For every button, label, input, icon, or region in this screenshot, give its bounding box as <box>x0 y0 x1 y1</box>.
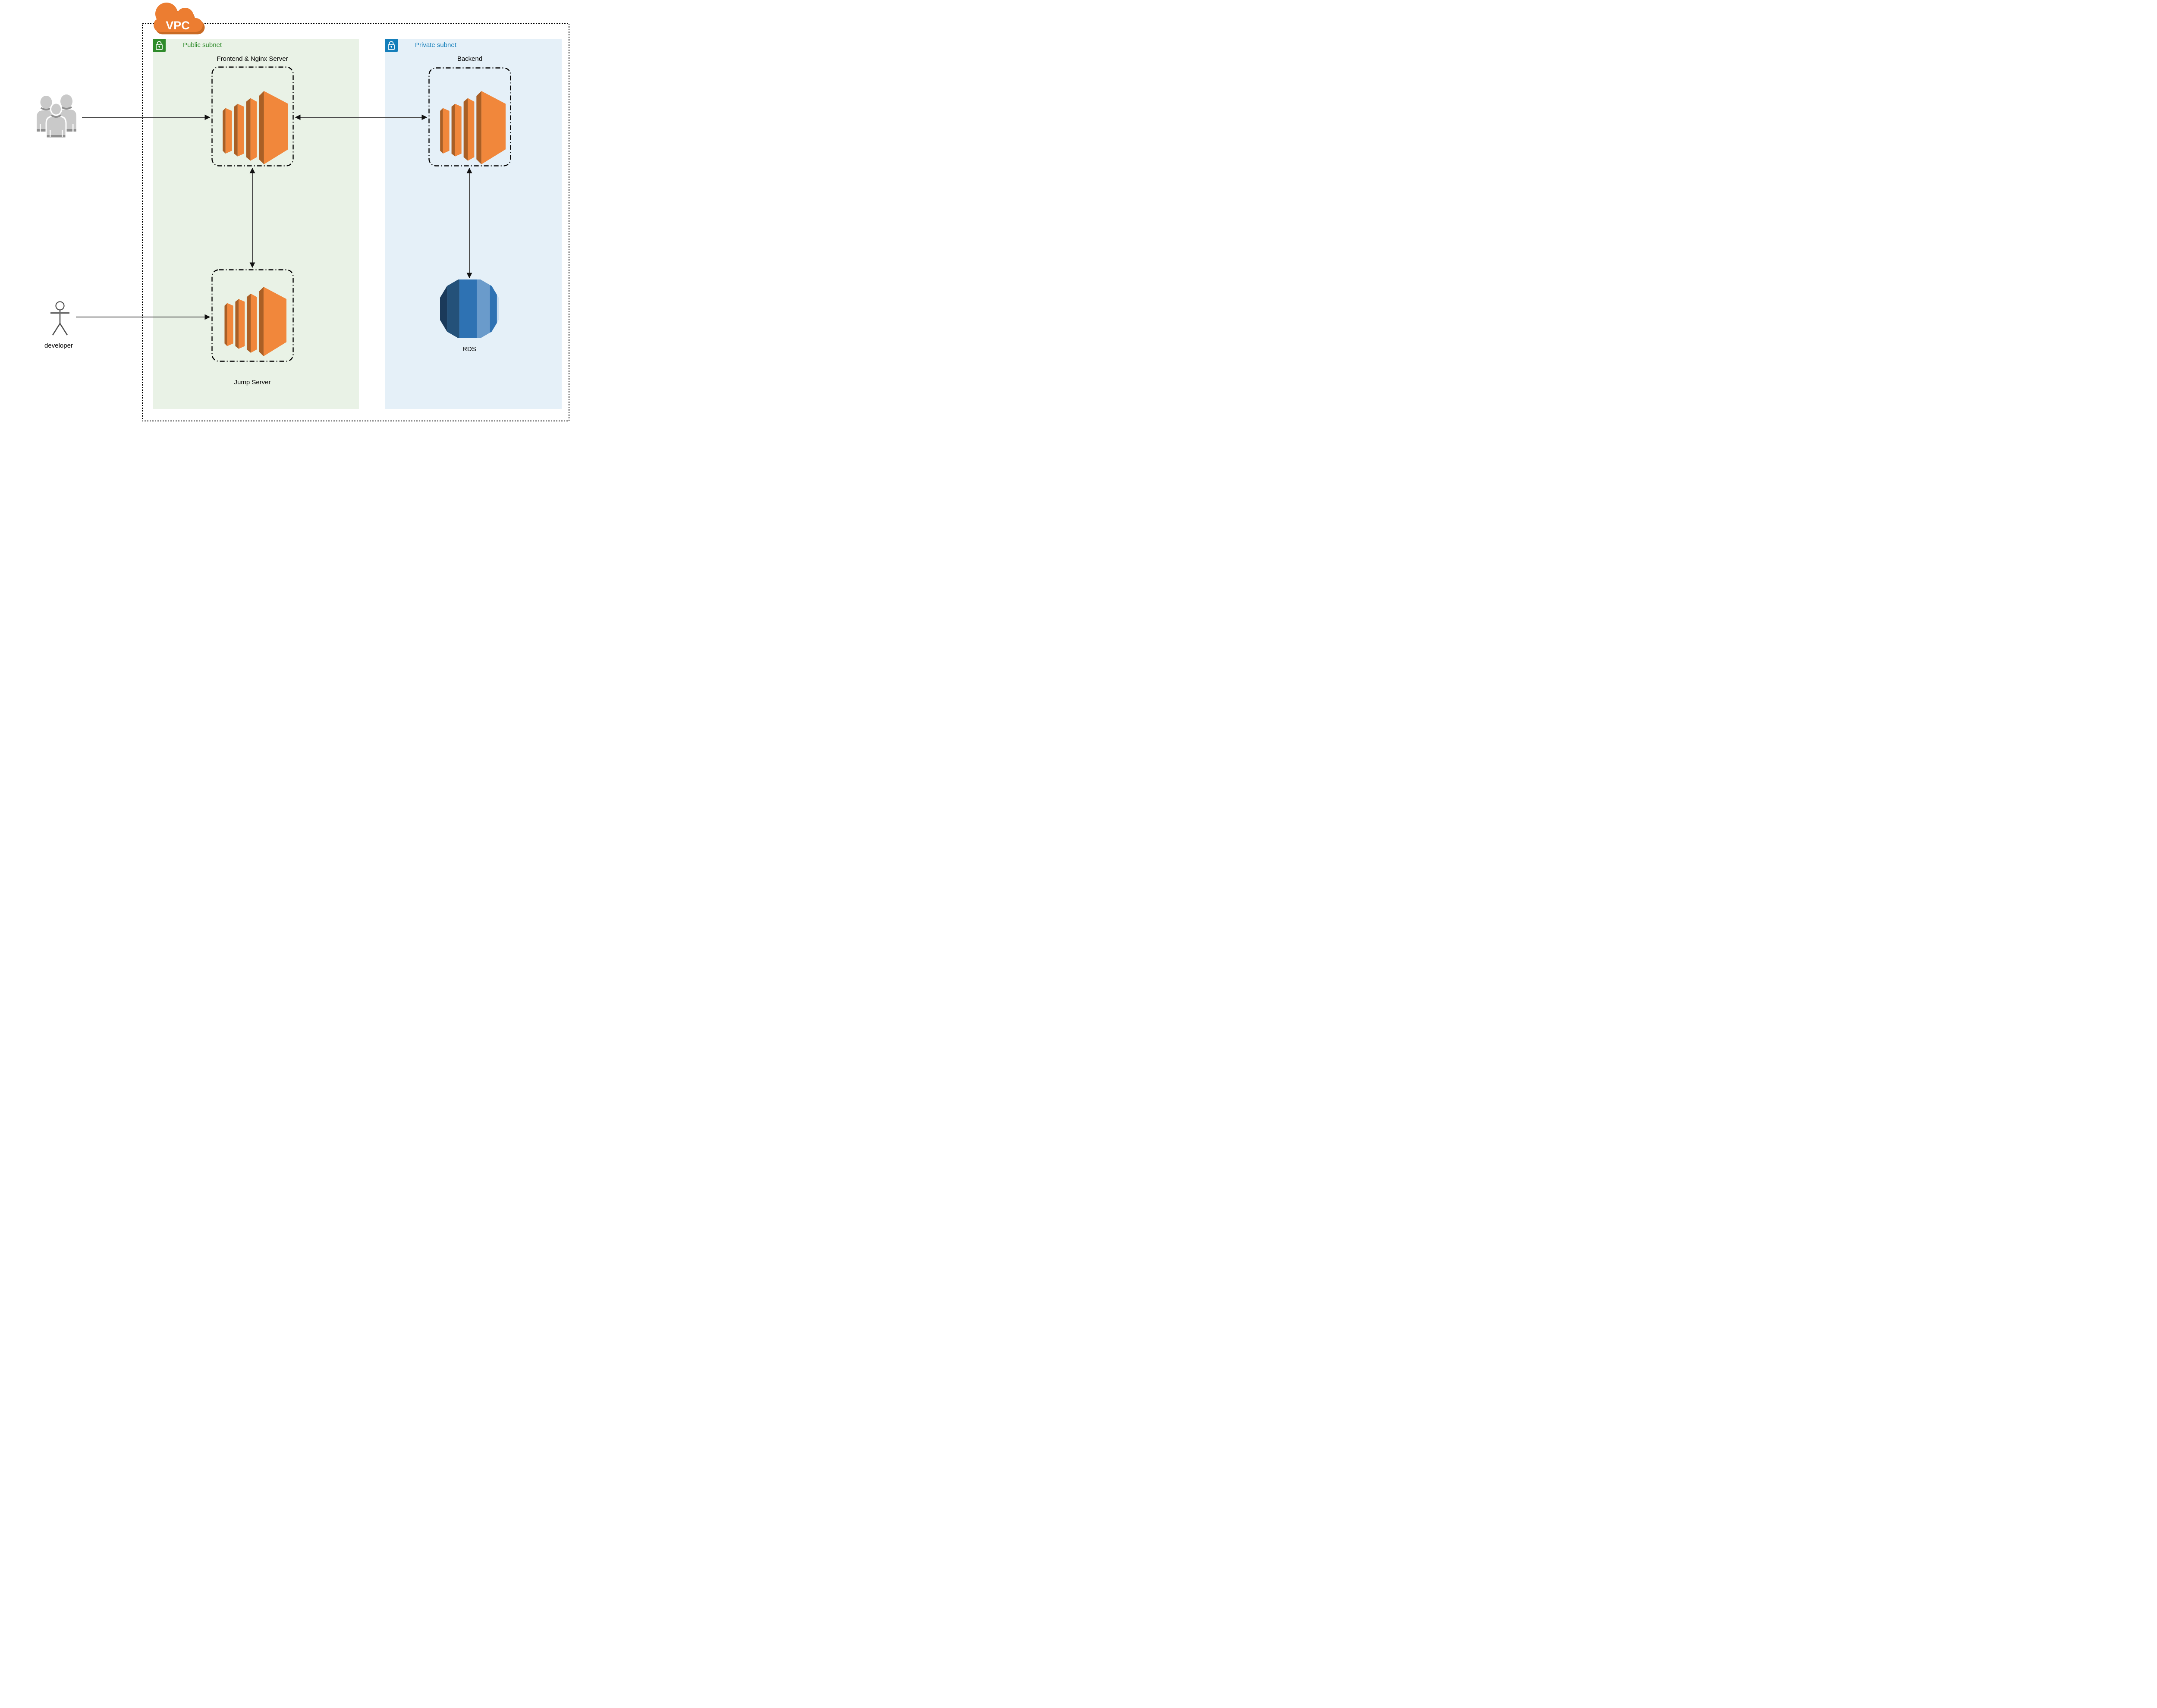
vpc-label: VPC <box>166 19 190 32</box>
vpc-cloud-icon: VPC <box>154 3 205 35</box>
developer-label: developer <box>44 342 73 349</box>
private-subnet-label: Private subnet <box>415 41 456 49</box>
public-subnet-label: Public subnet <box>183 41 222 49</box>
lock-icon <box>153 39 166 52</box>
ec2-icon-frontend <box>223 91 288 164</box>
lock-icon <box>385 39 398 52</box>
backend-label: Backend <box>457 55 483 63</box>
users-group-icon <box>37 94 76 139</box>
rds-label: RDS <box>462 345 476 353</box>
jump-server-label: Jump Server <box>234 379 271 386</box>
frontend-label: Frontend & Nginx Server <box>217 55 288 63</box>
ec2-icon-jump-server <box>224 287 286 356</box>
actor-stick-figure-icon <box>50 301 69 336</box>
rds-icon <box>440 279 499 338</box>
ec2-icon-backend <box>440 91 506 164</box>
aws-architecture-diagram: Public subnet Private subnet <box>0 0 616 427</box>
